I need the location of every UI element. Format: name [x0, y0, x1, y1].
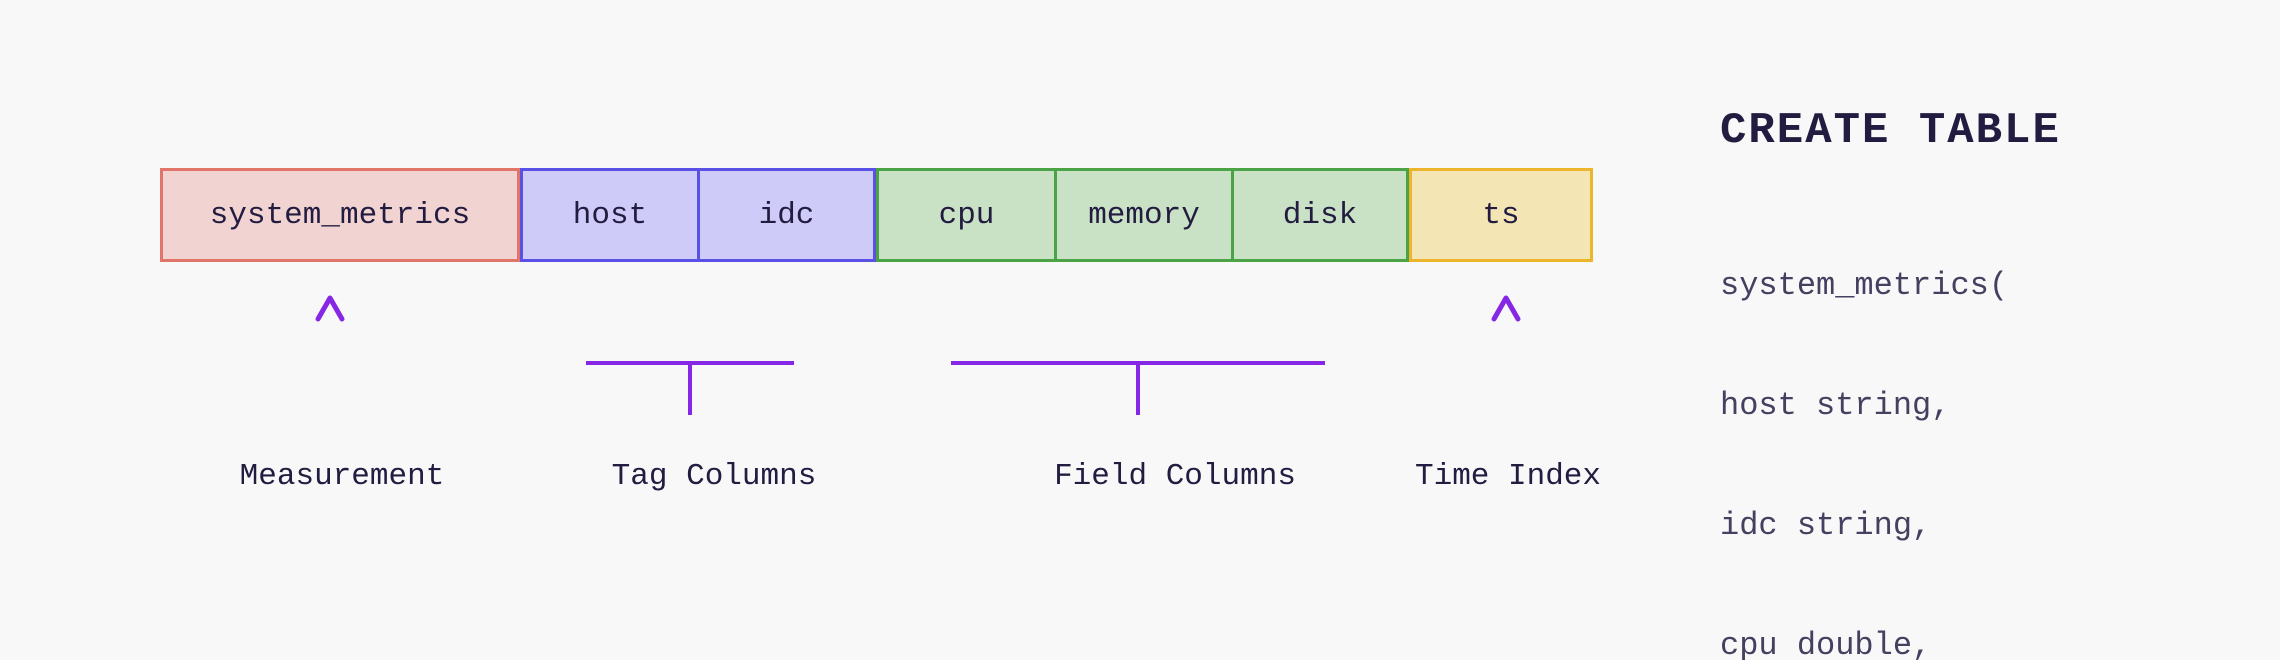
- cell-label: cpu: [938, 197, 995, 233]
- tag-columns-label: Tag Columns: [611, 459, 817, 494]
- sql-title: CREATE TABLE: [1720, 106, 2061, 156]
- sql-line: host string,: [1720, 387, 1951, 424]
- sql-line: cpu double,: [1720, 627, 1932, 660]
- sql-line: idc string,: [1720, 507, 1932, 544]
- cell-system-metrics: system_metrics: [160, 168, 520, 262]
- cell-disk: disk: [1231, 168, 1409, 262]
- cell-label: system_metrics: [209, 197, 471, 233]
- cell-cpu: cpu: [876, 168, 1057, 262]
- cell-label: memory: [1088, 197, 1200, 233]
- cell-host: host: [520, 168, 700, 262]
- field-columns-bracket-icon: [951, 300, 1325, 415]
- measurement-arrow-icon: [315, 295, 345, 413]
- field-columns-label: Field Columns: [1054, 459, 1296, 494]
- cell-label: idc: [758, 197, 815, 233]
- sql-snippet: system_metrics( host string, idc string,…: [1720, 186, 2181, 660]
- cell-ts: ts: [1409, 168, 1593, 262]
- sql-line: system_metrics(: [1720, 267, 2009, 304]
- time-index-label: Time Index: [1414, 459, 1602, 494]
- tag-columns-bracket-icon: [586, 300, 794, 415]
- cell-label: disk: [1282, 197, 1358, 233]
- time-index-arrow-icon: [1491, 295, 1521, 413]
- cell-memory: memory: [1054, 168, 1234, 262]
- cell-label: ts: [1482, 197, 1520, 233]
- cell-idc: idc: [697, 168, 876, 262]
- cell-label: host: [572, 197, 648, 233]
- measurement-label: Measurement: [239, 459, 445, 494]
